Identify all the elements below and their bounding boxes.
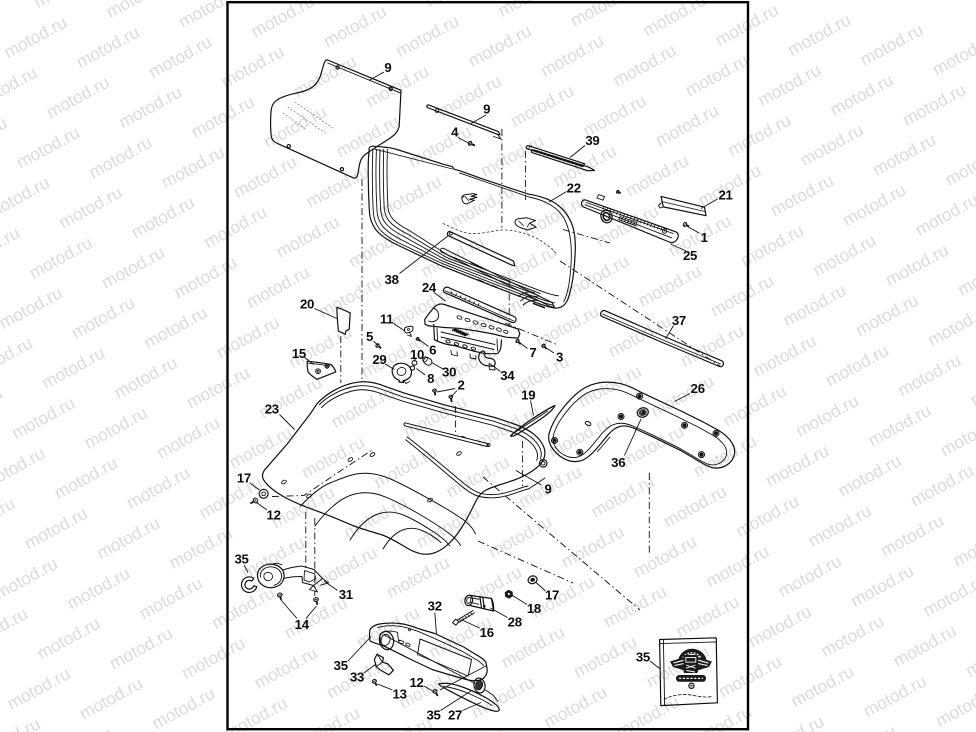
svg-text:13: 13 — [393, 687, 407, 702]
svg-text:14: 14 — [295, 617, 310, 632]
svg-text:26: 26 — [691, 381, 705, 396]
svg-text:27: 27 — [448, 707, 462, 722]
svg-text:3: 3 — [556, 350, 563, 365]
svg-text:15: 15 — [292, 346, 306, 361]
svg-text:4: 4 — [451, 125, 459, 140]
svg-text:16: 16 — [480, 625, 494, 640]
svg-text:35: 35 — [234, 552, 248, 567]
svg-text:9: 9 — [483, 101, 490, 116]
svg-text:17: 17 — [237, 470, 251, 485]
svg-text:12: 12 — [409, 675, 423, 690]
svg-text:25: 25 — [683, 248, 697, 263]
svg-text:20: 20 — [300, 297, 314, 312]
svg-text:33: 33 — [350, 669, 364, 684]
svg-text:24: 24 — [422, 280, 437, 295]
svg-text:11: 11 — [380, 312, 393, 327]
svg-text:36: 36 — [611, 455, 625, 470]
svg-text:31: 31 — [339, 587, 353, 602]
svg-text:10: 10 — [410, 347, 424, 362]
svg-text:35: 35 — [426, 707, 440, 722]
svg-text:6: 6 — [429, 343, 436, 358]
svg-text:12: 12 — [267, 507, 281, 522]
svg-text:21: 21 — [718, 187, 732, 202]
svg-text:7: 7 — [529, 345, 536, 360]
svg-text:29: 29 — [372, 352, 386, 367]
svg-text:18: 18 — [527, 601, 541, 616]
svg-text:9: 9 — [384, 60, 391, 75]
svg-text:30: 30 — [442, 365, 456, 380]
svg-text:2: 2 — [457, 377, 464, 392]
svg-text:28: 28 — [508, 614, 522, 629]
svg-text:38: 38 — [385, 272, 399, 287]
svg-text:22: 22 — [567, 180, 581, 195]
svg-text:35: 35 — [636, 650, 650, 665]
svg-text:9: 9 — [544, 481, 551, 496]
svg-text:34: 34 — [500, 368, 515, 383]
svg-text:17: 17 — [545, 588, 559, 603]
svg-text:1: 1 — [701, 230, 708, 245]
svg-text:32: 32 — [428, 599, 442, 614]
svg-text:23: 23 — [265, 402, 279, 417]
svg-text:5: 5 — [366, 329, 373, 344]
svg-text:37: 37 — [672, 313, 686, 328]
svg-text:35: 35 — [334, 658, 348, 673]
svg-text:19: 19 — [521, 388, 535, 403]
svg-text:8: 8 — [427, 371, 434, 386]
svg-text:39: 39 — [585, 133, 599, 148]
